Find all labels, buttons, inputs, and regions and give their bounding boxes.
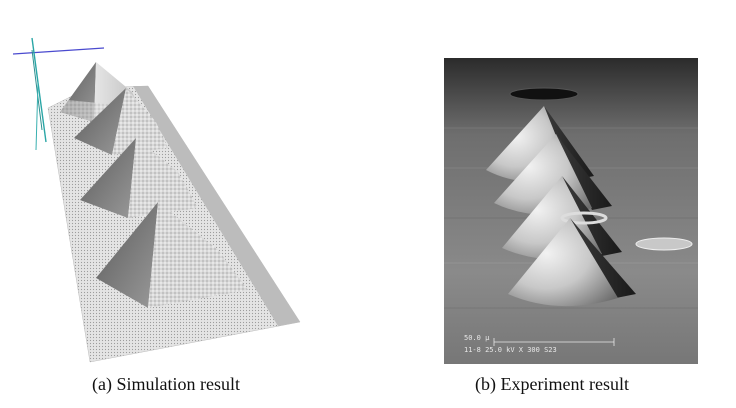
disk-right: [635, 237, 693, 251]
sem-cone-4: [508, 218, 636, 307]
simulation-surface-plot: [12, 37, 301, 363]
simulated-pyramid-2: [74, 88, 168, 155]
experiment-result-image: 50.0 μ 11-8 25.0 kV X 300 S23: [444, 58, 698, 364]
floating-ring-middle: [560, 211, 608, 225]
simulated-pyramid-3: [80, 138, 198, 218]
axis-indicator: [12, 37, 105, 151]
caption-experiment: (b) Experiment result: [475, 374, 629, 394]
sem-scale-label: 50.0 μ: [464, 334, 490, 342]
surface-side-strip: [133, 86, 300, 326]
simulated-pyramid-4: [96, 202, 258, 340]
floating-disk-top: [509, 87, 579, 101]
sem-micrograph: 50.0 μ 11-8 25.0 kV X 300 S23: [444, 58, 698, 364]
simulation-result-image: [8, 30, 308, 365]
caption-simulation: (a) Simulation result: [92, 374, 240, 394]
sem-scale-bar: 50.0 μ 11-8 25.0 kV X 300 S23: [464, 334, 615, 354]
sem-info-label: 11-8 25.0 kV X 300 S23: [464, 346, 557, 354]
